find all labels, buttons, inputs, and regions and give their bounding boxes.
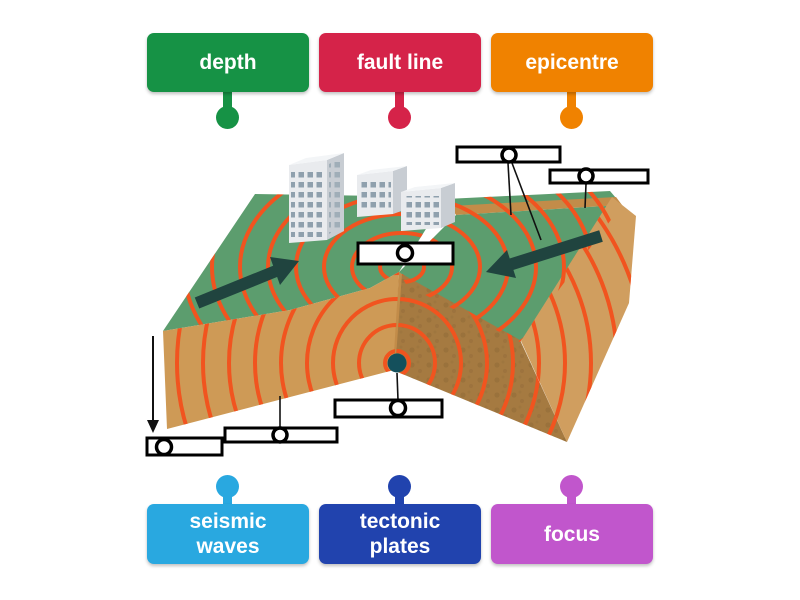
drop-target-4[interactable] [333,398,444,419]
plate-movement-arrows [194,230,603,309]
label-chip-text: fault line [356,51,444,74]
focus-point-dot [387,353,407,373]
drop-target-3[interactable] [356,241,455,266]
label-chip-text: focus [543,522,600,546]
label-chip-text: epicentre [525,51,619,74]
label-chip-epicentre[interactable]: epicentre [491,33,653,92]
depth-arrow [147,336,159,433]
building-tall [289,153,344,243]
label-chip-tectonic-plates[interactable]: tectonic plates [319,504,481,564]
label-chip-text: seismic waves [189,510,267,558]
label-chip-seismic-waves[interactable]: seismic waves [147,504,309,564]
label-chip-depth[interactable]: depth [147,33,309,92]
right-plate-side-face [521,197,636,442]
drop-ring-icon [388,398,408,418]
drop-ring-icon [154,437,174,457]
buildings [289,153,455,243]
left-plate-arrow [194,257,299,309]
drop-target-6[interactable] [145,436,224,457]
drop-ring-icon [577,167,595,185]
building-right [401,183,455,231]
label-chip-focus[interactable]: focus [491,504,653,564]
building-mid [357,166,407,217]
drop-target-1[interactable] [455,145,562,164]
drop-ring-icon [500,146,518,164]
drop-target-2[interactable] [548,167,650,185]
connector-lines [279,162,587,427]
label-chip-text: tectonic plates [359,510,441,558]
drop-ring-icon [271,426,289,444]
label-chip-fault-line[interactable]: fault line [319,33,481,92]
right-plate-arrow [486,230,603,278]
drop-targets [145,145,650,457]
label-chip-text: depth [199,51,257,74]
drop-ring-icon [395,243,415,263]
drop-target-5[interactable] [223,426,339,444]
left-plate-surface [163,194,446,331]
